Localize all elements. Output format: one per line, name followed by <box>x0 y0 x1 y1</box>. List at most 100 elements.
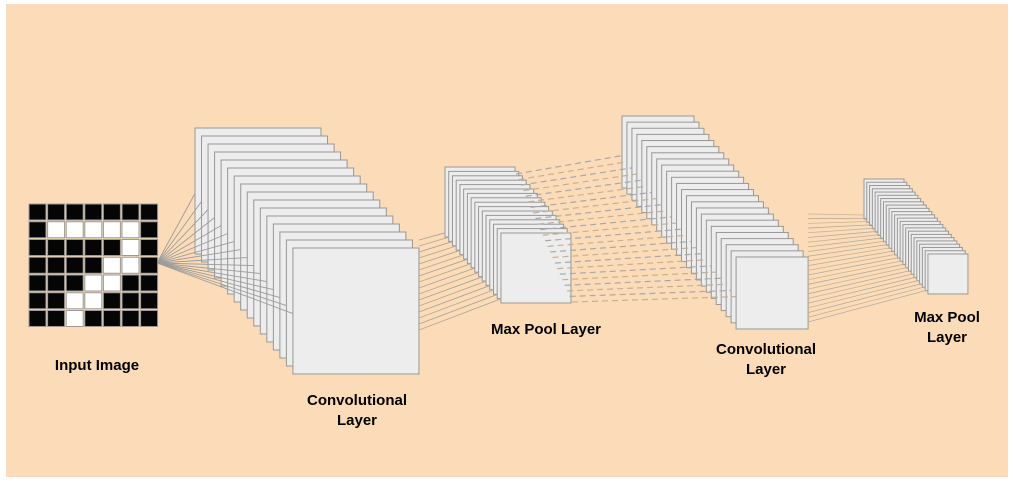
input-to-conv1-line <box>156 225 222 264</box>
input-pixel-cell <box>140 256 159 274</box>
input-to-conv1-line <box>156 249 241 264</box>
conv1-to-pool1-line <box>418 241 453 253</box>
input-pixel-cell <box>84 203 103 221</box>
input-pixel-cell <box>102 256 121 274</box>
conv1-to-pool1-line <box>418 245 457 259</box>
input-pixel-cell <box>28 221 47 239</box>
input-pixel-cell <box>84 274 103 292</box>
conv2-to-pool2-line <box>807 266 909 290</box>
input-to-conv1-line <box>156 262 274 290</box>
conv-layer-2-stack <box>621 115 809 330</box>
input-pixel-cell <box>121 292 140 310</box>
input-to-conv1-line <box>156 209 209 264</box>
conv2-to-pool2-line <box>807 240 887 252</box>
input-pixel-cell <box>84 221 103 239</box>
conv-layer-1-label: Convolutional Layer <box>307 392 407 429</box>
input-to-conv1-line <box>156 217 215 264</box>
conv2-to-pool2-lines <box>807 213 929 323</box>
pool1-to-conv2-line <box>571 295 737 303</box>
input-pixel-cell <box>121 274 140 292</box>
input-pixel-cell <box>102 203 121 221</box>
input-pixel-cell <box>102 274 121 292</box>
conv-layer-2-feature-map <box>735 256 809 330</box>
conv2-to-pool2-line <box>807 213 865 216</box>
conv1-to-pool1-line <box>418 263 472 283</box>
input-pixel-cell <box>65 274 84 292</box>
conv2-to-pool2-line <box>807 234 881 243</box>
pool1-to-conv2-line <box>569 289 732 298</box>
input-pixel-cell <box>140 203 159 221</box>
input-pixel-cell <box>28 256 47 274</box>
pool1-to-conv2-line <box>559 265 712 275</box>
input-pixel-cell <box>102 310 121 327</box>
pool1-to-conv2-line <box>554 253 702 264</box>
conv2-to-pool2-line <box>807 276 917 304</box>
conv1-to-pool1-lines <box>418 232 502 331</box>
input-pixel-cell <box>65 256 84 274</box>
conv1-to-pool1-line <box>418 298 502 331</box>
pool1-to-conv2-line <box>545 228 682 242</box>
input-pixel-cell <box>65 292 84 310</box>
input-pixel-cell <box>28 310 47 327</box>
pool1-to-conv2-line <box>557 259 707 270</box>
pool1-to-conv2-line <box>547 234 687 247</box>
pool1-to-conv2-lines <box>515 155 737 303</box>
input-pixel-cell <box>140 239 159 256</box>
input-pixel-cell <box>84 310 103 327</box>
input-pixel-cell <box>47 203 66 221</box>
input-pixel-cell <box>65 310 84 327</box>
conv1-to-pool1-line <box>418 258 468 277</box>
input-to-conv1-line <box>156 262 294 314</box>
conv2-to-pool2-line <box>807 283 923 313</box>
conv2-to-pool2-line <box>807 256 901 276</box>
pool1-to-conv2-line <box>537 210 667 225</box>
input-pixel-cell <box>140 274 159 292</box>
max-pool-2-stack <box>863 178 969 295</box>
input-pixel-cell <box>121 310 140 327</box>
input-pixel-cell <box>28 203 47 221</box>
input-pixel-cell <box>47 274 66 292</box>
layer-connections <box>156 155 929 331</box>
input-pixel-cell <box>84 292 103 310</box>
input-pixel-cell <box>47 221 66 239</box>
conv2-to-pool2-line <box>807 221 870 224</box>
pool1-to-conv2-line <box>520 167 633 186</box>
input-pixel-cell <box>140 292 159 310</box>
input-pixel-cell <box>140 221 159 239</box>
input-to-conv1-line <box>156 262 267 282</box>
input-to-conv1-line <box>156 241 235 264</box>
pool1-to-conv2-line <box>518 161 628 181</box>
input-pixel-cell <box>121 256 140 274</box>
conv1-to-pool1-line <box>418 249 461 265</box>
input-pixel-cell <box>140 310 159 327</box>
conv1-to-pool1-line <box>418 280 487 307</box>
input-pixel-cell <box>47 310 66 327</box>
conv-layer-2-label: Convolutional Layer <box>716 341 816 378</box>
conv2-to-pool2-line <box>807 270 912 295</box>
pool1-to-conv2-line <box>552 246 697 259</box>
conv1-to-pool1-line <box>418 276 483 301</box>
max-pool-1-stack <box>444 166 572 304</box>
pool1-to-conv2-line <box>567 283 727 292</box>
input-pixel-cell <box>121 239 140 256</box>
input-to-conv1-line <box>156 193 196 264</box>
pool1-to-conv2-line <box>564 277 722 286</box>
conv1-to-pool1-line <box>418 271 479 295</box>
max-pool-1-label: Max Pool Layer <box>490 321 602 338</box>
pool1-to-conv2-line <box>542 222 677 236</box>
conv2-to-pool2-line <box>807 250 895 267</box>
input-image-grid <box>28 203 159 327</box>
input-pixel-cell <box>28 239 47 256</box>
feature-map-stacks <box>194 115 969 375</box>
pool1-to-conv2-line <box>530 191 652 208</box>
max-pool-2-feature-map <box>927 253 969 295</box>
input-to-conv1-line <box>156 201 202 264</box>
conv2-to-pool2-line <box>807 273 915 299</box>
conv1-to-pool1-line <box>418 267 475 289</box>
pool1-to-conv2-line <box>532 197 657 214</box>
input-pixel-cell <box>102 239 121 256</box>
input-pixel-cell <box>121 203 140 221</box>
input-pixel-cell <box>47 256 66 274</box>
pool1-to-conv2-line <box>562 271 717 281</box>
